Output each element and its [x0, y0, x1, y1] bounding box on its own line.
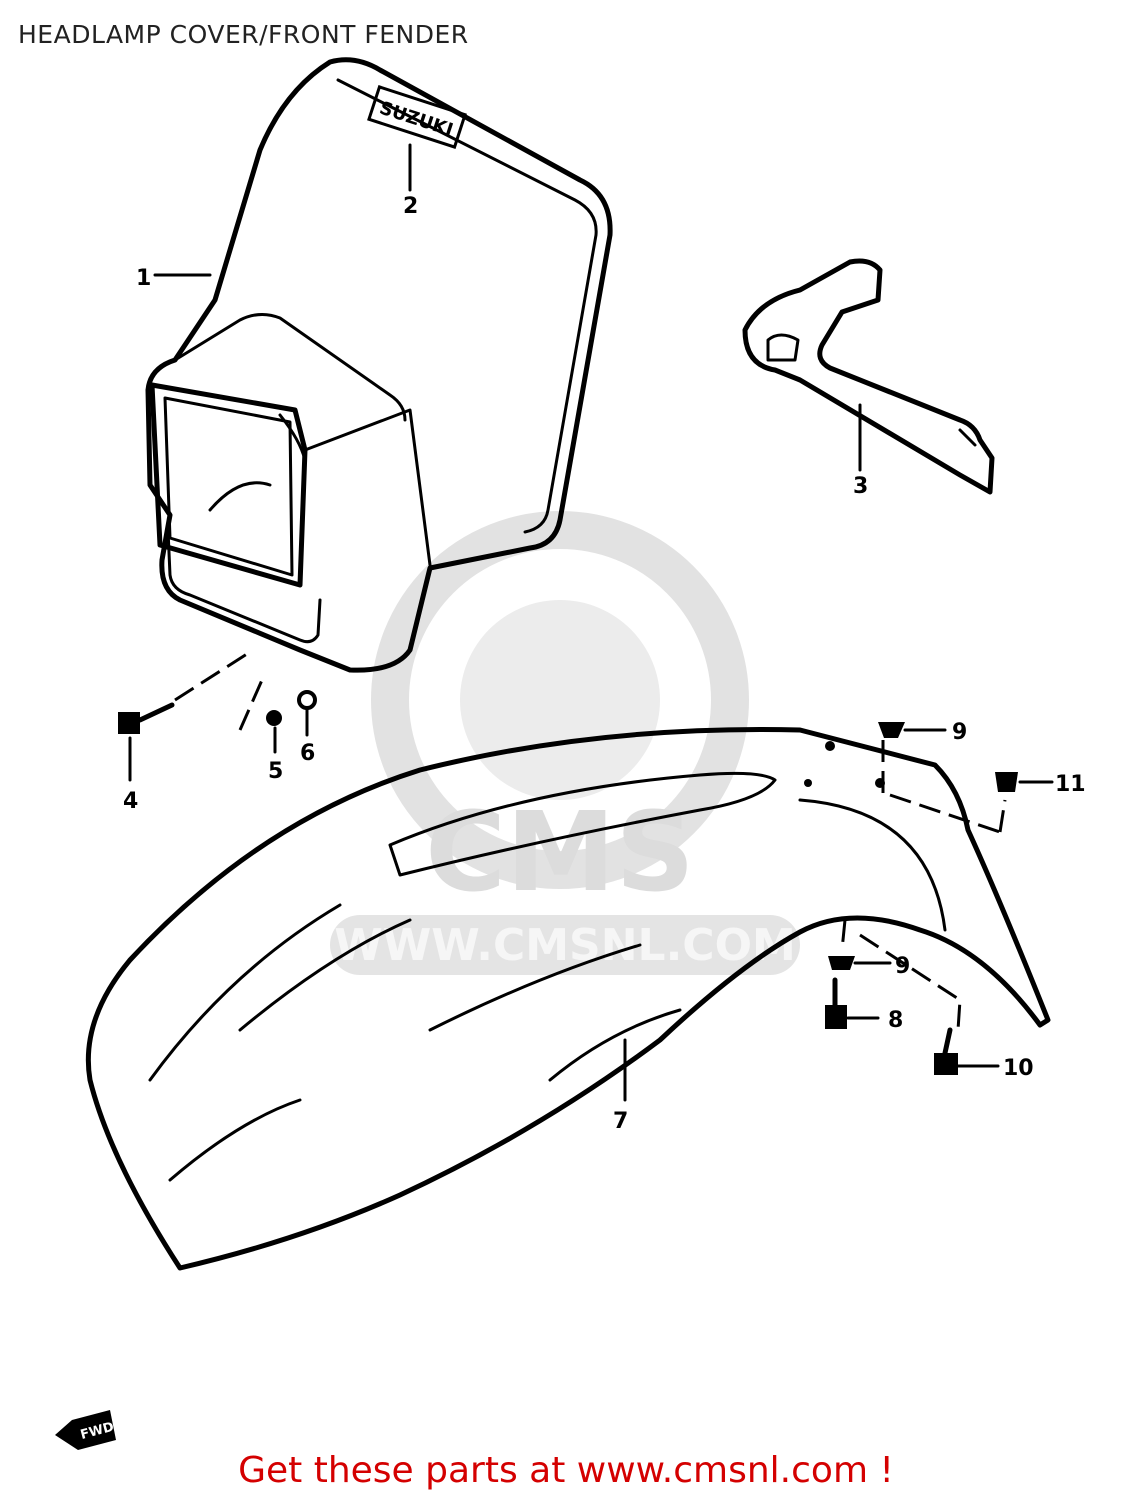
- page-title: HEADLAMP COVER/FRONT FENDER: [18, 20, 469, 49]
- footer-parts-link[interactable]: Get these parts at www.cmsnl.com !: [238, 1450, 894, 1491]
- callout-3: 3: [853, 474, 868, 499]
- callout-6: 6: [300, 741, 315, 766]
- leader-9-11: [881, 740, 1007, 834]
- callout-2: 2: [403, 194, 418, 219]
- callout-7: 7: [613, 1109, 628, 1134]
- grommet-part-9a: [878, 722, 905, 738]
- front-arrow-icon: FWD: [55, 1410, 116, 1450]
- bolt-part-10: [934, 1027, 958, 1075]
- nut-part-11: [995, 772, 1018, 792]
- callout-8: 8: [888, 1008, 903, 1033]
- callout-10: 10: [1003, 1056, 1034, 1081]
- callout-5: 5: [268, 759, 283, 784]
- leader-5: [238, 679, 264, 731]
- watermark-brand: CMS: [425, 788, 694, 916]
- callout-1: 1: [136, 266, 151, 291]
- washer-part-5: [266, 710, 282, 726]
- callout-9-bottom: 9: [895, 954, 910, 979]
- headlamp-cover-part-1: SUZUKI: [145, 57, 613, 673]
- grommet-part-9b: [828, 956, 855, 970]
- front-fender-part-7: [85, 727, 1051, 1271]
- bolt-part-4: [118, 702, 175, 734]
- callout-4: 4: [123, 789, 138, 814]
- washer-part-6: [297, 690, 317, 710]
- bracket-part-3: [742, 258, 995, 495]
- callout-9-top: 9: [952, 720, 967, 745]
- bolt-part-8: [825, 977, 847, 1029]
- leader-4: [174, 650, 251, 702]
- cms-watermark: CMS WWW.CMSNL.COM: [330, 511, 800, 975]
- callout-11: 11: [1055, 772, 1086, 797]
- watermark-url: WWW.CMSNL.COM: [334, 920, 796, 971]
- leader-9b-10: [840, 919, 962, 1031]
